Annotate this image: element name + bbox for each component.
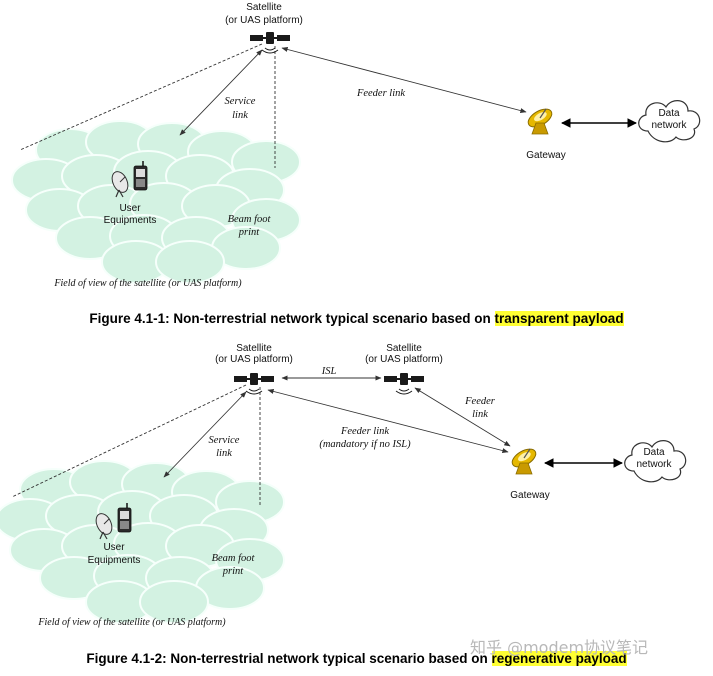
- feeder-link-label: Feeder: [464, 396, 496, 407]
- figure-2-caption: Figure 4.1-2: Non-terrestrial network ty…: [86, 651, 627, 666]
- beam-cell: [155, 240, 225, 284]
- feeder-link-mandatory-label: Feeder link: [340, 426, 389, 437]
- data-network-label: Data: [658, 108, 680, 119]
- service-link-arrow: [179, 49, 263, 136]
- satellite-1-label-sub: (or UAS platform): [215, 354, 293, 365]
- caption-highlight: regenerative payload: [491, 651, 627, 666]
- gateway-label: Gateway: [526, 150, 565, 161]
- figure-regenerative-payload: Satellite (or UAS platform) Satellite (o…: [0, 343, 687, 628]
- satellite-2-label-sub: (or UAS platform): [365, 354, 443, 365]
- user-equipments-label: User: [103, 542, 125, 553]
- service-link-label: Service: [209, 435, 240, 446]
- feeder-link-arrow: [414, 387, 511, 447]
- satellite-icon-2: [383, 372, 425, 395]
- satellite-1-label: Satellite: [236, 343, 272, 354]
- watermark: 知乎 @modem协议笔记: [470, 638, 649, 657]
- data-network-label: Data: [643, 447, 665, 458]
- fov-boundary-left: [11, 384, 247, 498]
- field-of-view-label: Field of view of the satellite (or UAS p…: [37, 617, 226, 628]
- service-link-arrow: [163, 391, 247, 478]
- beam-footprint-cells: [11, 120, 301, 284]
- service-link-label-sub: link: [216, 448, 232, 459]
- field-of-view-label: Field of view of the satellite (or UAS p…: [53, 278, 242, 289]
- user-equipments-label-sub: Equipments: [104, 215, 157, 226]
- gateway-dish-icon: [524, 104, 556, 135]
- beam-footprint-label: Beam foot: [212, 553, 256, 564]
- beam-footprint-label: Beam foot: [228, 214, 272, 225]
- data-network-label-sub: network: [636, 459, 672, 470]
- satellite-2-label: Satellite: [386, 343, 422, 354]
- beam-footprint-label-sub: print: [238, 227, 261, 238]
- isl-label: ISL: [321, 366, 337, 377]
- figure-1-caption: Figure 4.1-1: Non-terrestrial network ty…: [89, 311, 624, 326]
- service-link-label-sub: link: [232, 110, 248, 121]
- satellite-icon-1: [233, 372, 275, 395]
- user-equipments-label-sub: Equipments: [88, 555, 141, 566]
- satellite-icon: [249, 31, 291, 54]
- satellite-label: Satellite: [246, 2, 282, 13]
- caption-highlight: transparent payload: [494, 311, 624, 326]
- fov-boundary-left: [19, 43, 263, 151]
- service-link-label: Service: [225, 96, 256, 107]
- feeder-link-label: Feeder link: [356, 88, 405, 99]
- feeder-link-mandatory-label-sub: (mandatory if no ISL): [319, 439, 411, 450]
- gateway-dish-icon: [508, 444, 540, 475]
- user-equipments-label: User: [119, 203, 141, 214]
- beam-cell: [139, 580, 209, 624]
- beam-footprint-label-sub: print: [222, 566, 245, 577]
- beam-footprint-cells: [0, 460, 285, 624]
- data-network-label-sub: network: [651, 120, 687, 131]
- feeder-link-arrow: [281, 47, 527, 113]
- gateway-label: Gateway: [510, 490, 549, 501]
- satellite-label-sub: (or UAS platform): [225, 15, 303, 26]
- figure-transparent-payload: Satellite (or UAS platform) Service link…: [11, 2, 701, 289]
- feeder-link-label-sub: link: [472, 409, 488, 420]
